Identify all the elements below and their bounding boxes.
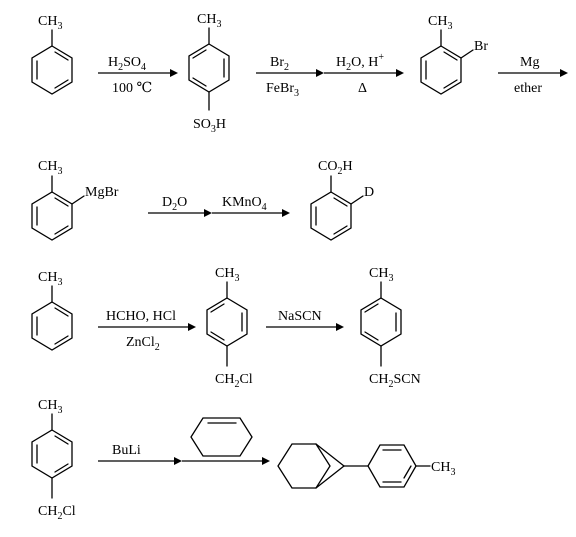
arrow-head-10	[262, 457, 270, 465]
chloromethyl-label: CH2Cl	[215, 372, 253, 390]
grignard-methyl-label: CH3	[38, 159, 62, 177]
arrow-head-6	[282, 209, 290, 217]
methylbenzyl-chloride-structure	[206, 281, 248, 367]
thiocyanate-methyl-label: CH3	[369, 266, 393, 284]
chloride-methyl-label: CH3	[215, 266, 239, 284]
tosic-methyl-label: CH3	[197, 12, 221, 30]
bromo-label: Br	[474, 39, 488, 54]
tolyl-norcarane-structure	[277, 443, 431, 489]
reagent-buli: BuLi	[112, 443, 141, 458]
reagent-br2: Br2	[270, 55, 289, 73]
sulfonic-acid-label: SO3H	[193, 117, 226, 135]
cyclohexene-structure	[190, 417, 253, 457]
toluene-methyl-label: CH3	[38, 14, 62, 32]
carboxyl-label: CO2H	[318, 159, 353, 177]
deuterium-label: D	[364, 185, 374, 200]
arrow-head-8	[336, 323, 344, 331]
tosic-acid-structure	[188, 27, 230, 111]
reagent-kmno4: KMnO4	[222, 195, 267, 213]
row4-chloromethyl-label: CH2Cl	[38, 504, 76, 522]
reagent-h2o-h: H2O, H+	[336, 52, 384, 73]
mgbr-label: MgBr	[85, 185, 119, 200]
arrow-head-4	[560, 69, 568, 77]
row4-methyl-label: CH3	[38, 398, 62, 416]
methylbenzyl-chloride-structure-row4	[31, 413, 73, 499]
toluene-methyl-label-row3: CH3	[38, 270, 62, 288]
methylbenzyl-thiocyanate-structure	[360, 281, 402, 367]
arrow-head-2	[316, 69, 324, 77]
arrow-head-9	[174, 457, 182, 465]
reagent-h2so4: H2SO4	[108, 55, 146, 73]
reagent-hcho-hcl: HCHO, HCl	[106, 309, 176, 324]
condition-heat: Δ	[358, 81, 367, 96]
reagent-nascn: NaSCN	[278, 309, 322, 324]
condition-100c: 100 ℃	[112, 81, 152, 96]
grignard-structure	[31, 175, 85, 241]
solvent-ether: ether	[514, 81, 542, 96]
toluene-structure-row3	[31, 285, 73, 351]
bromotoluene-methyl-label: CH3	[428, 14, 452, 32]
toluene-structure	[31, 29, 73, 95]
arrow-head-7	[188, 323, 196, 331]
o-bromotoluene-structure	[420, 29, 474, 95]
product-methyl-label: CH3	[431, 460, 455, 478]
reagent-mg: Mg	[520, 55, 539, 70]
reagent-d2o: D2O	[162, 195, 187, 213]
thiocyanatomethyl-label: CH2SCN	[369, 372, 421, 390]
arrow-head-1	[170, 69, 178, 77]
deuterobenzoic-acid-structure	[310, 175, 364, 241]
arrow-head-5	[204, 209, 212, 217]
arrow-head-3	[396, 69, 404, 77]
reagent-zncl2: ZnCl2	[126, 335, 160, 353]
reagent-febr3: FeBr3	[266, 81, 299, 99]
